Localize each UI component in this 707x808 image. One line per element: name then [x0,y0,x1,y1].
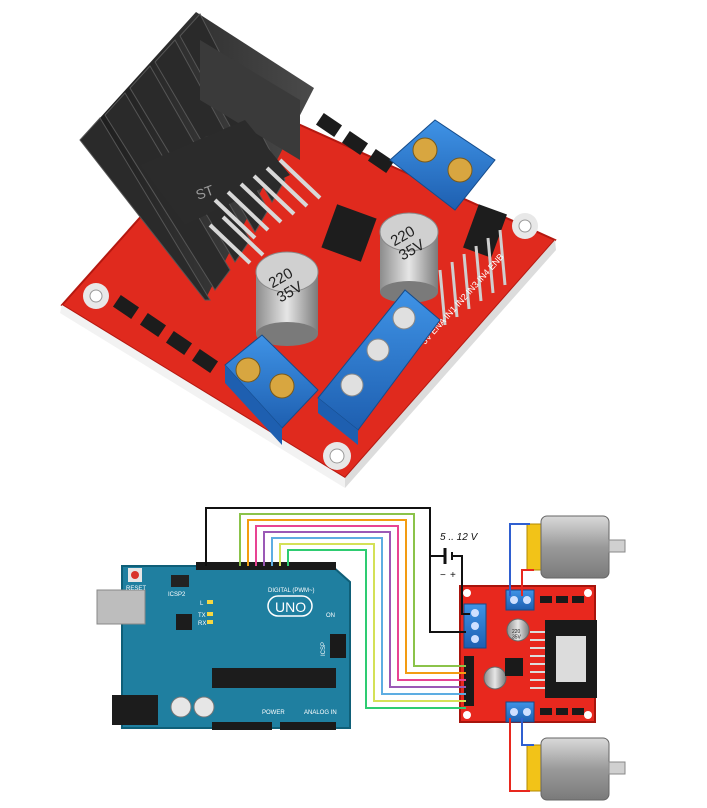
icsp-header [330,634,346,658]
wire-in4 [271,537,466,695]
wire-in2 [255,525,466,681]
mounting-hole [512,213,538,239]
on-label: ON [326,613,335,619]
power-label: POWER [262,710,285,716]
reset-label: RESET [126,586,146,592]
heatsink: ST [79,12,314,301]
motor-a-terminal [505,589,535,611]
terminal-block-left [224,334,319,445]
analog-label: ANALOG IN [304,710,337,716]
driver-capacitor [483,666,507,690]
diode-row [112,295,219,373]
digital-header [196,562,336,570]
voltage-regulator [321,204,377,262]
uno-logo: UNO [275,599,306,615]
supply-voltage-label: 5 .. 12 V [440,532,479,543]
motor-a [509,515,626,596]
motor-b-terminal [505,701,535,723]
chip-marking: ST [194,182,217,203]
wiring-diagram: RESET ICSP2 DIGITAL (PWM~) L TX RX UNO O… [96,507,626,801]
header-pins [438,229,507,326]
driver-capacitor [506,618,530,642]
driver-chip [140,120,290,225]
analog-header [280,722,336,730]
mounting-hole [83,283,109,309]
digital-label: DIGITAL (PWM~) [268,588,315,594]
pcb-edge-right [345,240,556,488]
arduino-capacitor [170,696,192,718]
icsp2-label: ICSP2 [168,592,186,598]
microcontroller [212,668,336,688]
signal-wires [205,507,466,709]
arduino-capacitor [193,696,215,718]
arduino-board: RESET ICSP2 DIGITAL (PWM~) L TX RX UNO O… [96,562,351,730]
l-led-label: L [200,601,204,607]
icsp2-header [171,575,189,587]
module-photo: ST 22035V 22035V [60,12,557,488]
diode-row-top [315,113,395,173]
supply-plus: + [450,570,456,581]
capacitor-marking: 22035V [266,264,306,306]
driver-input-pins [464,656,474,706]
tx-led-label: TX [198,613,206,619]
usb-chip [176,614,192,630]
wire-gnd [205,507,466,633]
pcb-edge [60,305,345,488]
jumper [463,204,507,258]
wire-enb [279,543,466,702]
terminal-block-top [389,119,496,211]
power-header [212,722,272,730]
wire-ground-arduino [287,549,466,709]
power-jack [112,695,158,725]
wire-in3 [263,531,466,688]
terminal-block-right [317,289,441,445]
motor-b [509,718,626,801]
power-supply: 5 .. 12 V − + [430,532,479,615]
chip-pins [208,158,322,265]
capacitor-left: 22035V [255,251,319,346]
supply-minus: − [440,570,446,581]
mounting-hole [323,442,351,470]
wire-in1 [247,519,466,674]
icsp-label: ICSP [321,642,327,656]
rx-led-label: RX [198,621,206,627]
driver-regulator [505,658,523,676]
capacitor-right: 22035V [379,212,439,303]
wire-ena [239,513,466,667]
usb-port [96,589,146,625]
